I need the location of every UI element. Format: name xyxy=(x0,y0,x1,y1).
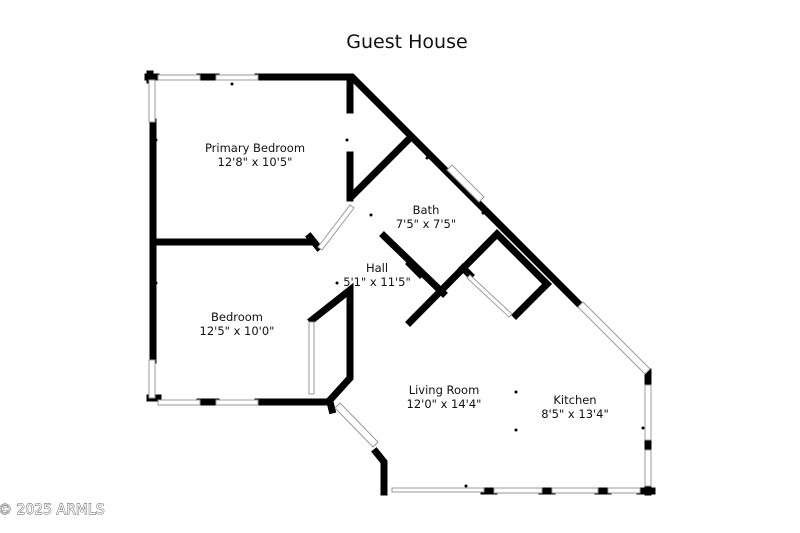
marker-dot xyxy=(514,390,518,394)
window-south-door xyxy=(391,487,485,493)
room-name: Living Room xyxy=(409,383,480,397)
room-name: Primary Bedroom xyxy=(205,141,305,155)
marker-dot xyxy=(154,281,158,285)
window-group xyxy=(148,74,652,494)
marker-dot xyxy=(425,156,429,160)
outer-wall-top-right xyxy=(254,73,583,308)
marker-dot xyxy=(369,213,373,217)
marker-dot xyxy=(514,428,518,432)
hall-wall-east xyxy=(405,229,552,327)
window-bottom-1 xyxy=(157,399,201,406)
window-east-2 xyxy=(644,449,652,487)
marker-dot xyxy=(154,138,158,142)
kitchen-closet-wall xyxy=(511,279,552,320)
room-name: Hall xyxy=(366,261,388,275)
room-label-kitchen: Kitchen 8'5" x 13'4" xyxy=(541,393,609,421)
door-kitchen-open xyxy=(466,274,513,318)
bedroom-hall-wall xyxy=(307,282,354,405)
room-label-bath: Bath 7'5" x 7'5" xyxy=(396,203,456,231)
marker-dot xyxy=(230,82,234,86)
room-dims: 12'5" x 10'0" xyxy=(200,324,275,338)
marker-dot xyxy=(481,211,485,215)
window-south-2 xyxy=(551,487,599,494)
marker-dot xyxy=(335,281,339,285)
room-dims: 5'1" x 11'5" xyxy=(343,275,411,289)
room-dims: 12'0" x 14'4" xyxy=(407,397,482,411)
room-name: Bedroom xyxy=(211,310,263,324)
marker-dot xyxy=(230,238,234,242)
marker-dot xyxy=(345,138,349,142)
room-label-hall: Hall 5'1" x 11'5" xyxy=(343,261,411,289)
kitchen-stub xyxy=(458,263,475,280)
room-label-primary-bedroom: Primary Bedroom 12'8" x 10'5" xyxy=(205,141,305,169)
window-bottom-2 xyxy=(215,399,259,406)
room-name: Bath xyxy=(413,203,440,217)
marker-dot xyxy=(464,484,468,488)
window-entry-diagonal xyxy=(334,402,379,448)
window-kitchen-diagonal xyxy=(577,301,651,375)
window-bath-diagonal xyxy=(446,164,485,203)
window-top-1 xyxy=(157,74,201,81)
window-left-1 xyxy=(148,79,156,123)
copyright-watermark: © 2025 ARMLS xyxy=(0,502,105,518)
window-south-3 xyxy=(607,487,641,494)
room-dims: 8'5" x 13'4" xyxy=(541,407,609,421)
bath-corner xyxy=(405,259,425,279)
entry-wall xyxy=(325,397,337,415)
hall-wall-west xyxy=(305,232,323,252)
marker-dot xyxy=(641,426,645,430)
window-left-2 xyxy=(148,359,156,399)
window-top-2 xyxy=(215,74,259,81)
window-south-1 xyxy=(493,487,543,494)
living-west-wall xyxy=(371,447,388,496)
plan-title: Guest House xyxy=(346,31,467,53)
room-label-bedroom: Bedroom 12'5" x 10'0" xyxy=(200,310,275,338)
marker-group xyxy=(154,82,645,488)
window-east-1 xyxy=(644,384,652,441)
room-dims: 12'8" x 10'5" xyxy=(218,155,293,169)
room-label-living-room: Living Room 12'0" x 14'4" xyxy=(407,383,482,411)
door-hall-open xyxy=(317,204,355,251)
room-name: Kitchen xyxy=(553,393,596,407)
window-bedroom-east xyxy=(308,321,315,395)
bath-wall-north xyxy=(347,135,413,201)
room-dims: 7'5" x 7'5" xyxy=(396,217,456,231)
